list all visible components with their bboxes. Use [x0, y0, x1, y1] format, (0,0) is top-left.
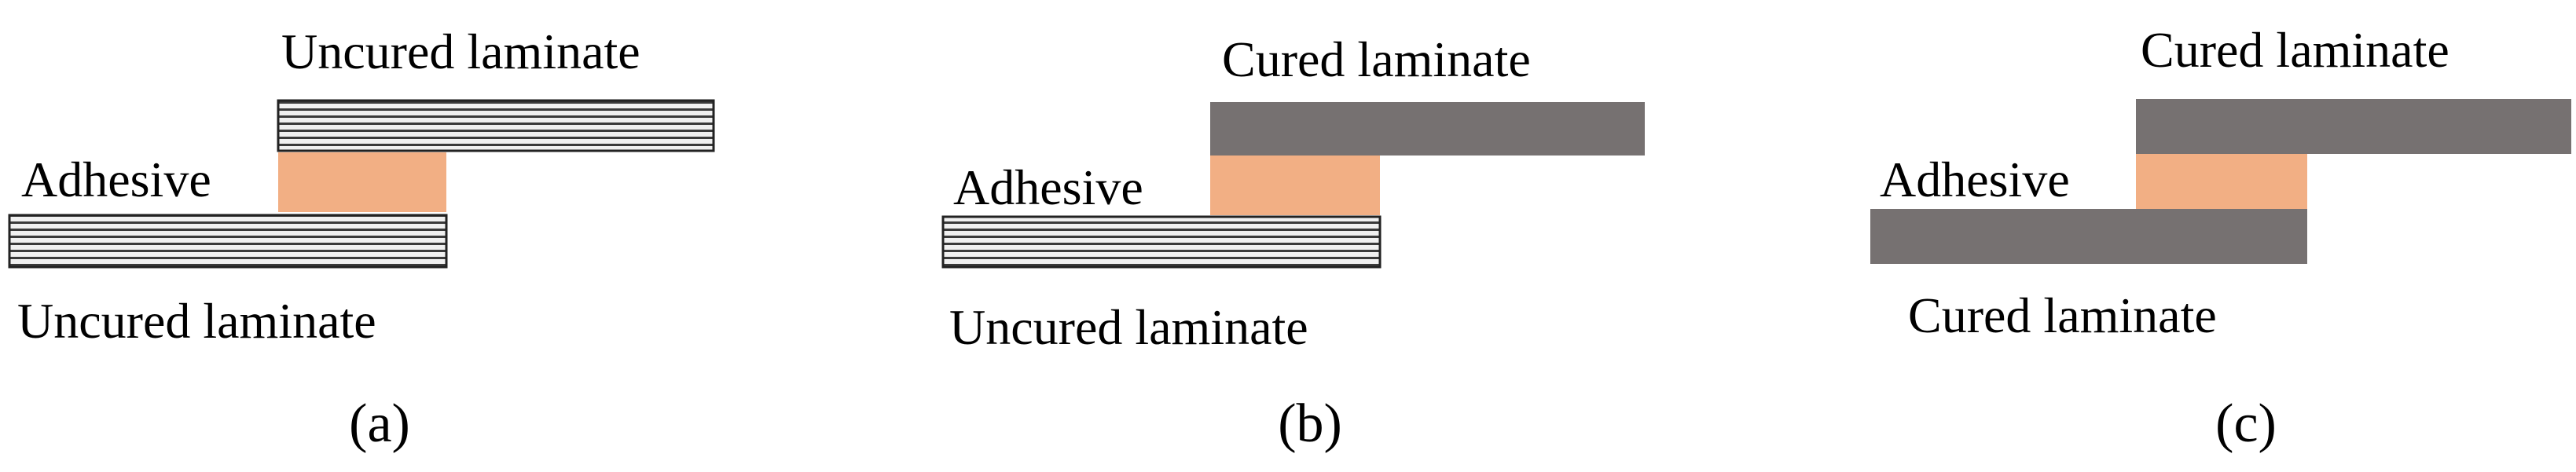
- bottom-laminate: [941, 215, 1382, 269]
- adhesive-layer: [2136, 154, 2307, 210]
- panel-a: Uncured laminate Adhesive Uncured lamina…: [8, 24, 715, 454]
- adhesive-layer: [1210, 156, 1380, 215]
- bottom-laminate: [1870, 209, 2307, 264]
- panel-c: Cured laminate Adhesive Cured laminate (…: [1870, 22, 2571, 454]
- top-laminate-label: Cured laminate: [2141, 22, 2449, 78]
- top-laminate: [1210, 102, 1645, 156]
- bottom-laminate-label: Uncured laminate: [17, 293, 376, 349]
- panel-caption: (b): [1278, 393, 1342, 454]
- adhesive-layer: [278, 152, 446, 212]
- adhesive-label: Adhesive: [953, 159, 1143, 215]
- panel-caption: (a): [349, 393, 410, 454]
- bottom-laminate-label: Cured laminate: [1908, 287, 2217, 343]
- bottom-laminate-label: Uncured laminate: [949, 299, 1308, 355]
- top-laminate: [2136, 99, 2571, 154]
- top-laminate: [277, 99, 715, 152]
- top-laminate-label: Cured laminate: [1222, 31, 1531, 87]
- panel-b: Cured laminate Adhesive Uncured laminate…: [941, 31, 1645, 454]
- adhesive-label: Adhesive: [21, 152, 211, 207]
- adhesive-label: Adhesive: [1880, 152, 2070, 207]
- panel-caption: (c): [2215, 393, 2277, 454]
- bottom-laminate: [8, 214, 448, 269]
- top-laminate-label: Uncured laminate: [281, 24, 640, 79]
